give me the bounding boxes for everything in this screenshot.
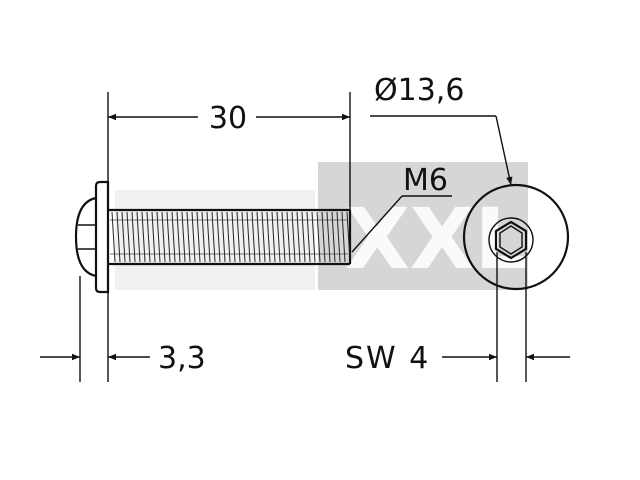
screw-side-view <box>74 180 452 294</box>
head-diameter-dimension: Ø13,6 <box>370 73 513 186</box>
length-dimension: 30 <box>107 92 351 210</box>
head-diameter-label: Ø13,6 <box>374 73 464 108</box>
thread-label: M6 <box>403 163 448 198</box>
socket-size-label: SW 4 <box>345 341 430 376</box>
screw-head-end-view <box>462 183 570 291</box>
watermark: XXL <box>115 162 528 290</box>
thread-line <box>111 211 116 263</box>
thread-lines <box>110 211 351 263</box>
head-height-dimension: 3,3 <box>40 276 206 382</box>
socket-size-dimension: SW 4 <box>345 252 570 382</box>
head-height-label: 3,3 <box>158 341 206 376</box>
length-label: 30 <box>209 101 247 136</box>
